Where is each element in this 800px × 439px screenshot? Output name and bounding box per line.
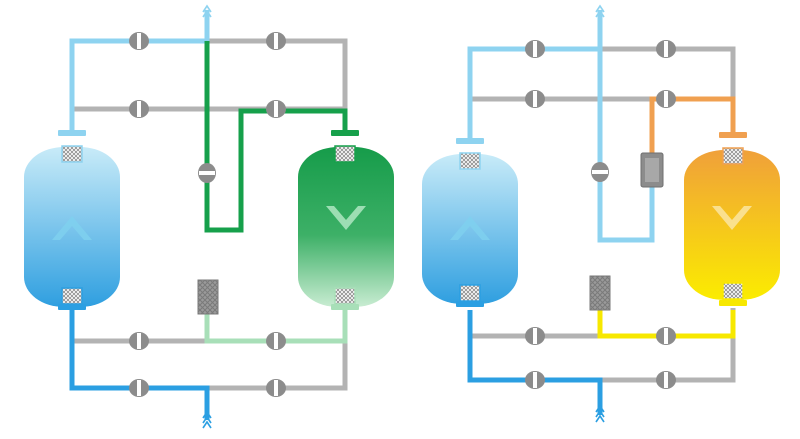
light-blue-loop [597, 10, 655, 243]
blue-pipe-bottom [467, 310, 603, 415]
green-pipe [204, 41, 348, 233]
chevron-up-icon [450, 216, 490, 240]
valve-icon [525, 371, 545, 389]
heater-icon [640, 152, 664, 188]
valve-icon [525, 327, 545, 345]
chevron-down-icon [712, 206, 752, 230]
orange-pipe [649, 96, 736, 160]
valve-icon [525, 40, 545, 58]
filter-mesh-icon [334, 287, 356, 305]
valve-icon [129, 332, 149, 350]
valve-icon [656, 327, 676, 345]
flow-arrow-up-icon [595, 404, 605, 423]
silencer-icon [197, 279, 219, 315]
valve-icon [525, 90, 545, 108]
filter-mesh-icon [722, 282, 744, 300]
left-dryer-system [24, 4, 394, 429]
valve-icon [129, 100, 149, 118]
valve-icon [198, 163, 216, 183]
valves [525, 40, 676, 389]
chevron-down-icon [326, 206, 366, 230]
left-tower [24, 130, 120, 310]
valve-icon [266, 332, 286, 350]
inlet-pipe-top [69, 38, 207, 132]
filter-mesh-icon [459, 152, 481, 170]
right-tower [684, 132, 780, 306]
right-tower [298, 130, 394, 310]
flow-arrow-up-icon [202, 410, 212, 429]
valve-icon [266, 100, 286, 118]
filter-mesh-icon [61, 287, 83, 305]
filter-mesh-icon [61, 145, 83, 163]
valve-icon [656, 90, 676, 108]
inlet-pipe-top [467, 46, 600, 140]
valve-icon [591, 162, 609, 182]
valves [129, 32, 286, 397]
filter-mesh-icon [459, 284, 481, 302]
right-dryer-system [422, 4, 780, 423]
blue-pipe-bottom [69, 308, 210, 420]
chevron-up-icon [52, 216, 92, 240]
valve-icon [656, 371, 676, 389]
left-tower [422, 138, 518, 307]
filter-mesh-icon [722, 147, 744, 165]
valve-icon [129, 32, 149, 50]
valve-icon [266, 32, 286, 50]
valve-icon [129, 379, 149, 397]
flow-arrow-up-icon [595, 4, 605, 18]
silencer-icon [589, 275, 611, 311]
filter-mesh-icon [334, 145, 356, 163]
flow-arrow-up-icon [202, 4, 212, 18]
valve-icon [656, 40, 676, 58]
valve-icon [266, 379, 286, 397]
